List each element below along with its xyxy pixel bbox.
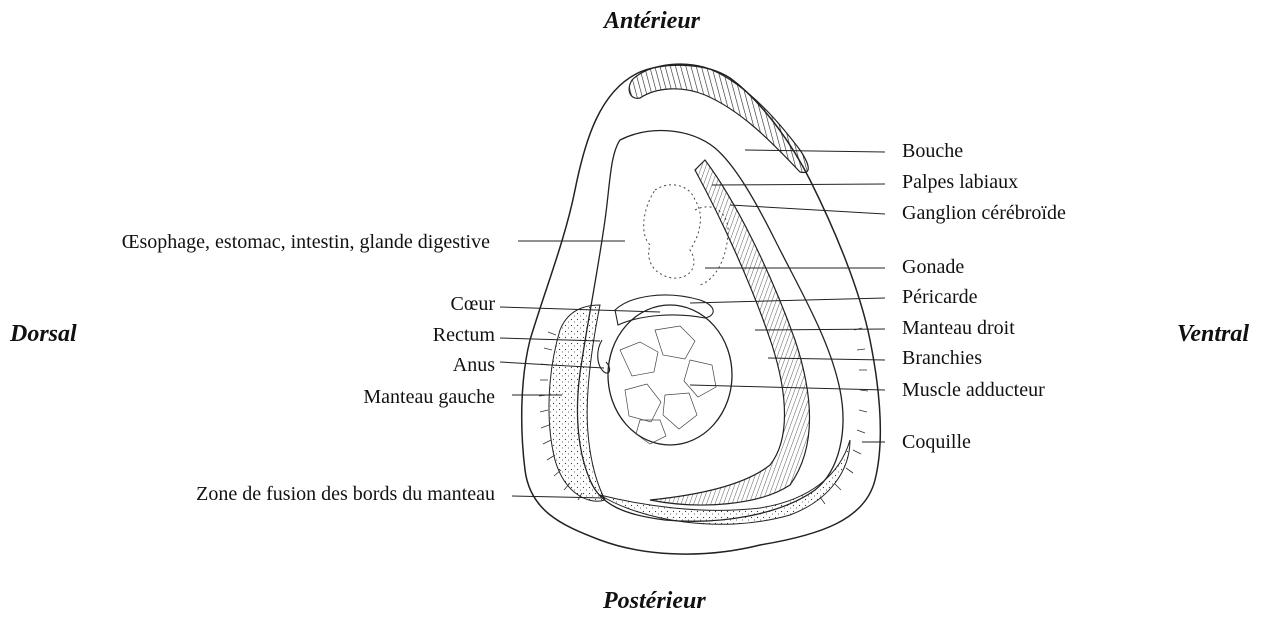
pericardium bbox=[615, 295, 713, 325]
mantle-bottom-edge bbox=[600, 440, 850, 524]
gills bbox=[650, 160, 809, 505]
digestive-gland bbox=[644, 185, 701, 278]
mantle-left-edge bbox=[549, 305, 605, 501]
adductor-muscle bbox=[608, 305, 732, 445]
hinge-region bbox=[629, 64, 808, 173]
